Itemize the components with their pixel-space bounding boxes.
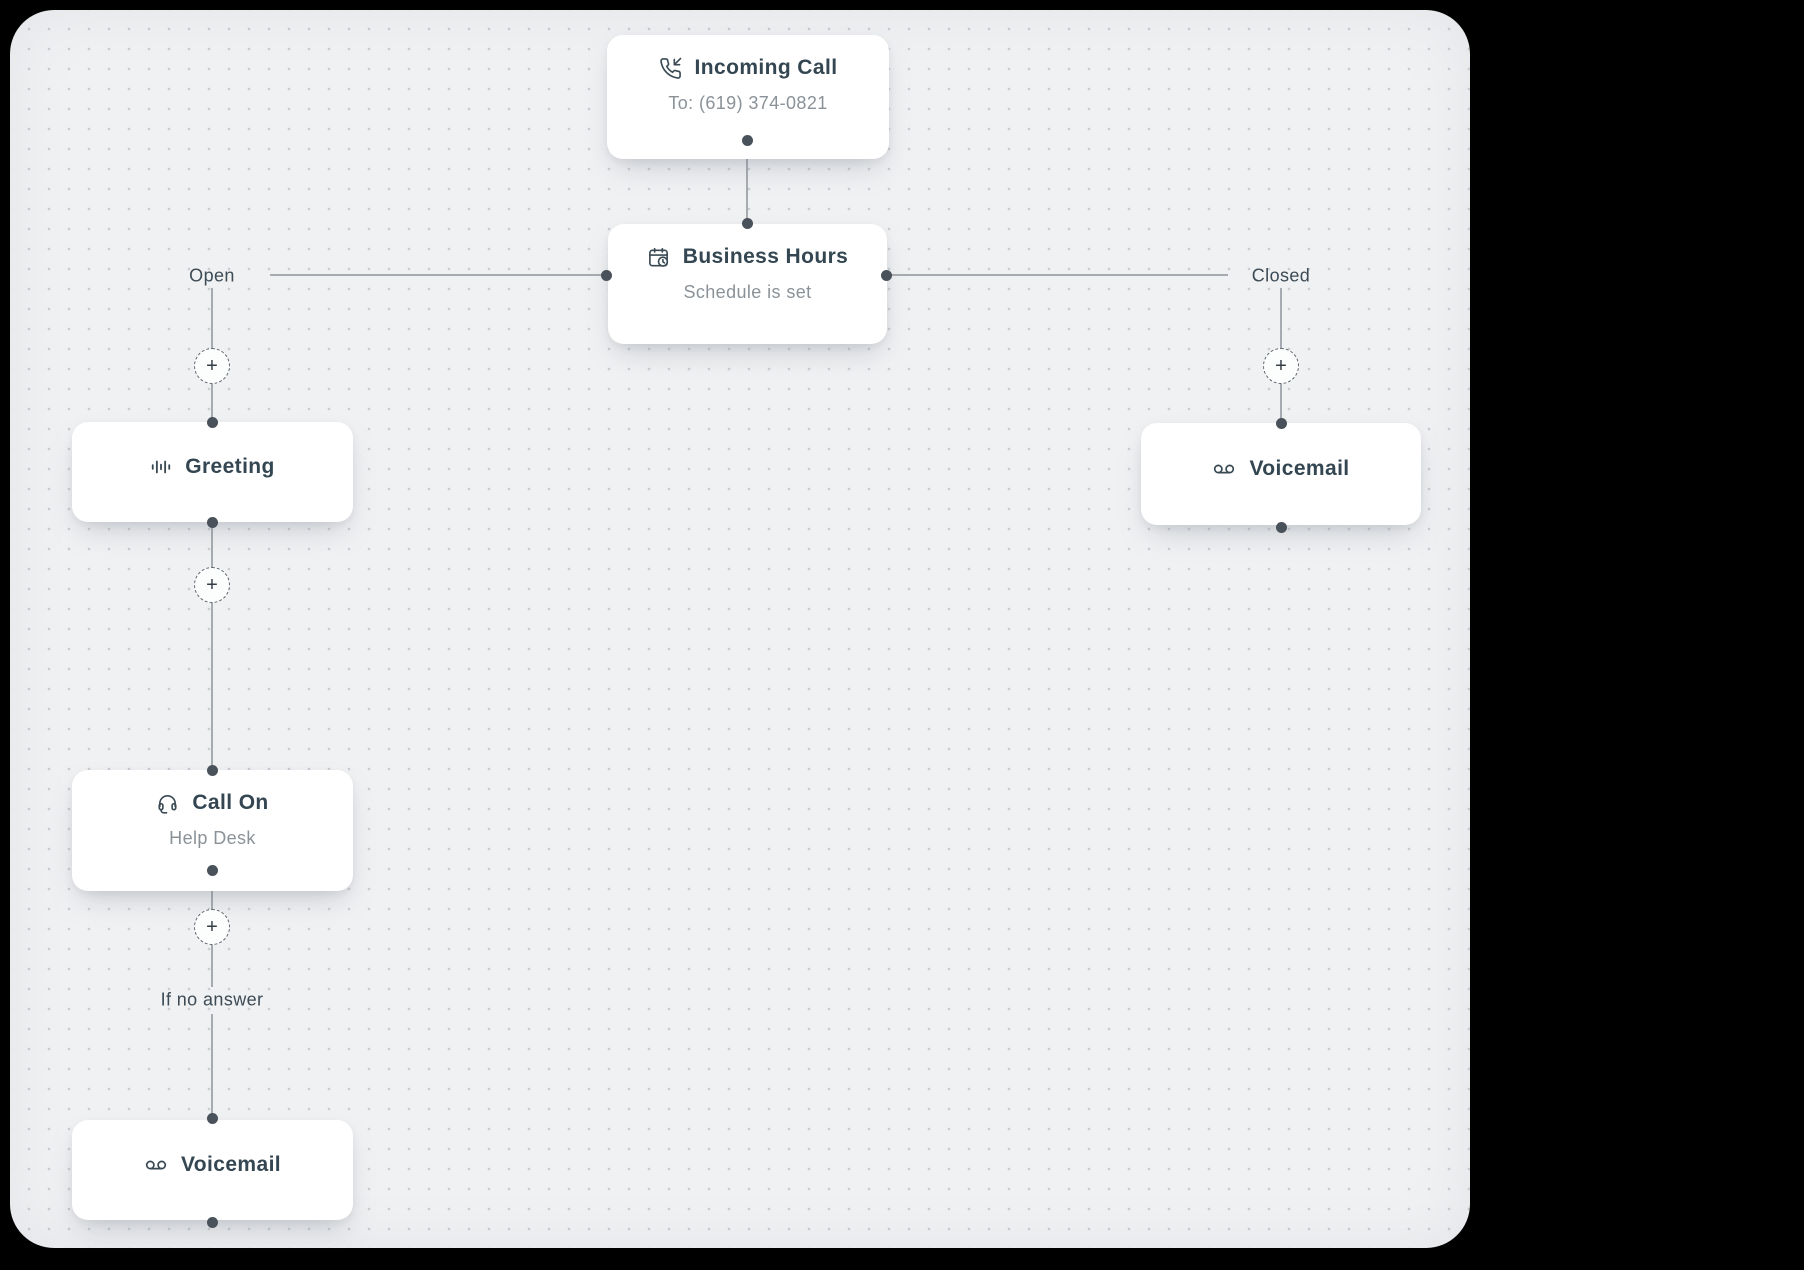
connection-point[interactable] — [741, 134, 753, 146]
add-node-button[interactable]: + — [194, 567, 230, 603]
connector-line — [270, 274, 606, 276]
connector-line — [1280, 288, 1282, 349]
branch-label-open: Open — [189, 265, 235, 286]
flow-canvas[interactable]: Open Closed If no answer + + + + Incomin… — [10, 10, 1470, 1248]
connector-line — [211, 602, 213, 771]
node-title: Call On — [192, 791, 269, 814]
connection-point[interactable] — [1275, 417, 1287, 429]
voicemail-icon — [144, 1153, 168, 1177]
connector-line — [211, 522, 213, 568]
connector-line — [746, 140, 748, 223]
node-title: Voicemail — [1249, 457, 1350, 480]
node-voicemail-closed[interactable]: Voicemail — [1141, 423, 1421, 525]
node-subtitle: To: (619) 374-0821 — [668, 93, 828, 113]
connection-point[interactable] — [206, 1112, 218, 1124]
branch-label-if-no-answer: If no answer — [160, 989, 264, 1010]
audio-waveform-icon — [150, 456, 172, 478]
node-title: Voicemail — [180, 1153, 282, 1176]
add-node-button[interactable]: + — [194, 909, 230, 945]
node-subtitle: Help Desk — [169, 828, 256, 848]
connection-point[interactable] — [206, 1216, 218, 1228]
node-business-hours[interactable]: Business Hours Schedule is set — [608, 224, 887, 344]
connection-point[interactable] — [880, 269, 892, 281]
node-title: Greeting — [185, 455, 275, 478]
connector-line — [211, 288, 213, 349]
node-title: Incoming Call — [694, 56, 838, 79]
connection-point[interactable] — [206, 764, 218, 776]
calendar-clock-icon — [647, 246, 670, 269]
connector-line — [1280, 383, 1282, 424]
node-voicemail-no-answer[interactable]: Voicemail — [72, 1120, 353, 1220]
connector-line — [211, 383, 213, 423]
branch-label-closed: Closed — [1251, 265, 1311, 286]
node-greeting[interactable]: Greeting — [72, 422, 353, 522]
connection-point[interactable] — [1275, 521, 1287, 533]
voicemail-icon — [1212, 457, 1236, 481]
connector-line — [211, 1014, 213, 1119]
node-subtitle: Schedule is set — [683, 282, 812, 302]
headset-icon — [156, 792, 179, 815]
node-title: Business Hours — [682, 245, 849, 268]
connection-point[interactable] — [600, 269, 612, 281]
connector-line — [211, 944, 213, 987]
connector-line — [886, 274, 1228, 276]
connection-point[interactable] — [741, 217, 753, 229]
add-node-button[interactable]: + — [194, 348, 230, 384]
connection-point[interactable] — [206, 864, 218, 876]
connection-point[interactable] — [206, 416, 218, 428]
connection-point[interactable] — [206, 516, 218, 528]
phone-incoming-icon — [659, 57, 682, 80]
add-node-button[interactable]: + — [1263, 348, 1299, 384]
